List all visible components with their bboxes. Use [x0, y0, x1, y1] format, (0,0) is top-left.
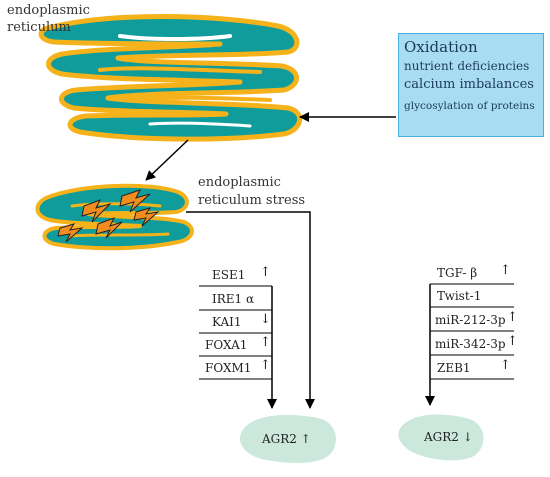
er-label-line2: reticulum	[7, 20, 71, 35]
right-factor-lines	[430, 283, 514, 380]
er-label-line1: endoplasmic	[7, 3, 90, 18]
left-factor-change: ↓	[260, 312, 271, 327]
er-to-stress-arrow	[145, 139, 189, 181]
right-factor-change: ↑	[507, 310, 518, 325]
stress-to-agr2-up-arrow	[186, 211, 315, 409]
agr2-up-blob	[239, 415, 336, 463]
left-factor-name: IRE1 α	[212, 292, 255, 306]
left-factor-change: ↑	[260, 265, 271, 280]
right-factor-name: miR-212-3p	[435, 313, 506, 327]
left-factor-name: ESE1	[212, 268, 246, 282]
agr2-down-blob	[398, 414, 484, 461]
left-factor-name: FOXM1	[205, 361, 252, 375]
right-factor-name: ZEB1	[437, 361, 471, 375]
right-factor-change: ↑	[500, 263, 511, 278]
cause-item: nutrient deficiencies	[404, 59, 530, 73]
er-large-icon	[38, 14, 302, 142]
left-factor-name: KAI1	[212, 315, 242, 329]
cause-item: glycosylation of proteins	[404, 100, 535, 112]
cause-item: calcium imbalances	[404, 77, 534, 92]
right-factor-name: Twist-1	[437, 289, 482, 303]
right-factor-change: ↑	[507, 334, 518, 349]
er-stress-icon	[35, 183, 194, 251]
left-factor-change: ↑	[260, 358, 271, 373]
right-factor-change: ↑	[500, 358, 511, 373]
stress-label-line1: endoplasmic	[198, 175, 281, 190]
left-factor-change: ↑	[260, 335, 271, 350]
right-factor-name: miR-342-3p	[435, 337, 506, 351]
cause-title: Oxidation	[404, 38, 478, 56]
stress-label-line2: reticulum stress	[198, 193, 306, 208]
right-factor-name: TGF- β	[437, 266, 478, 280]
left-factor-name: FOXA1	[205, 338, 248, 352]
agr2-down-label: AGR2 ↓	[424, 430, 473, 444]
left-factor-lines	[199, 285, 272, 380]
agr2-up-label: AGR2 ↑	[262, 432, 311, 446]
causes-box: Oxidation nutrient deficiencies calcium …	[398, 33, 544, 137]
